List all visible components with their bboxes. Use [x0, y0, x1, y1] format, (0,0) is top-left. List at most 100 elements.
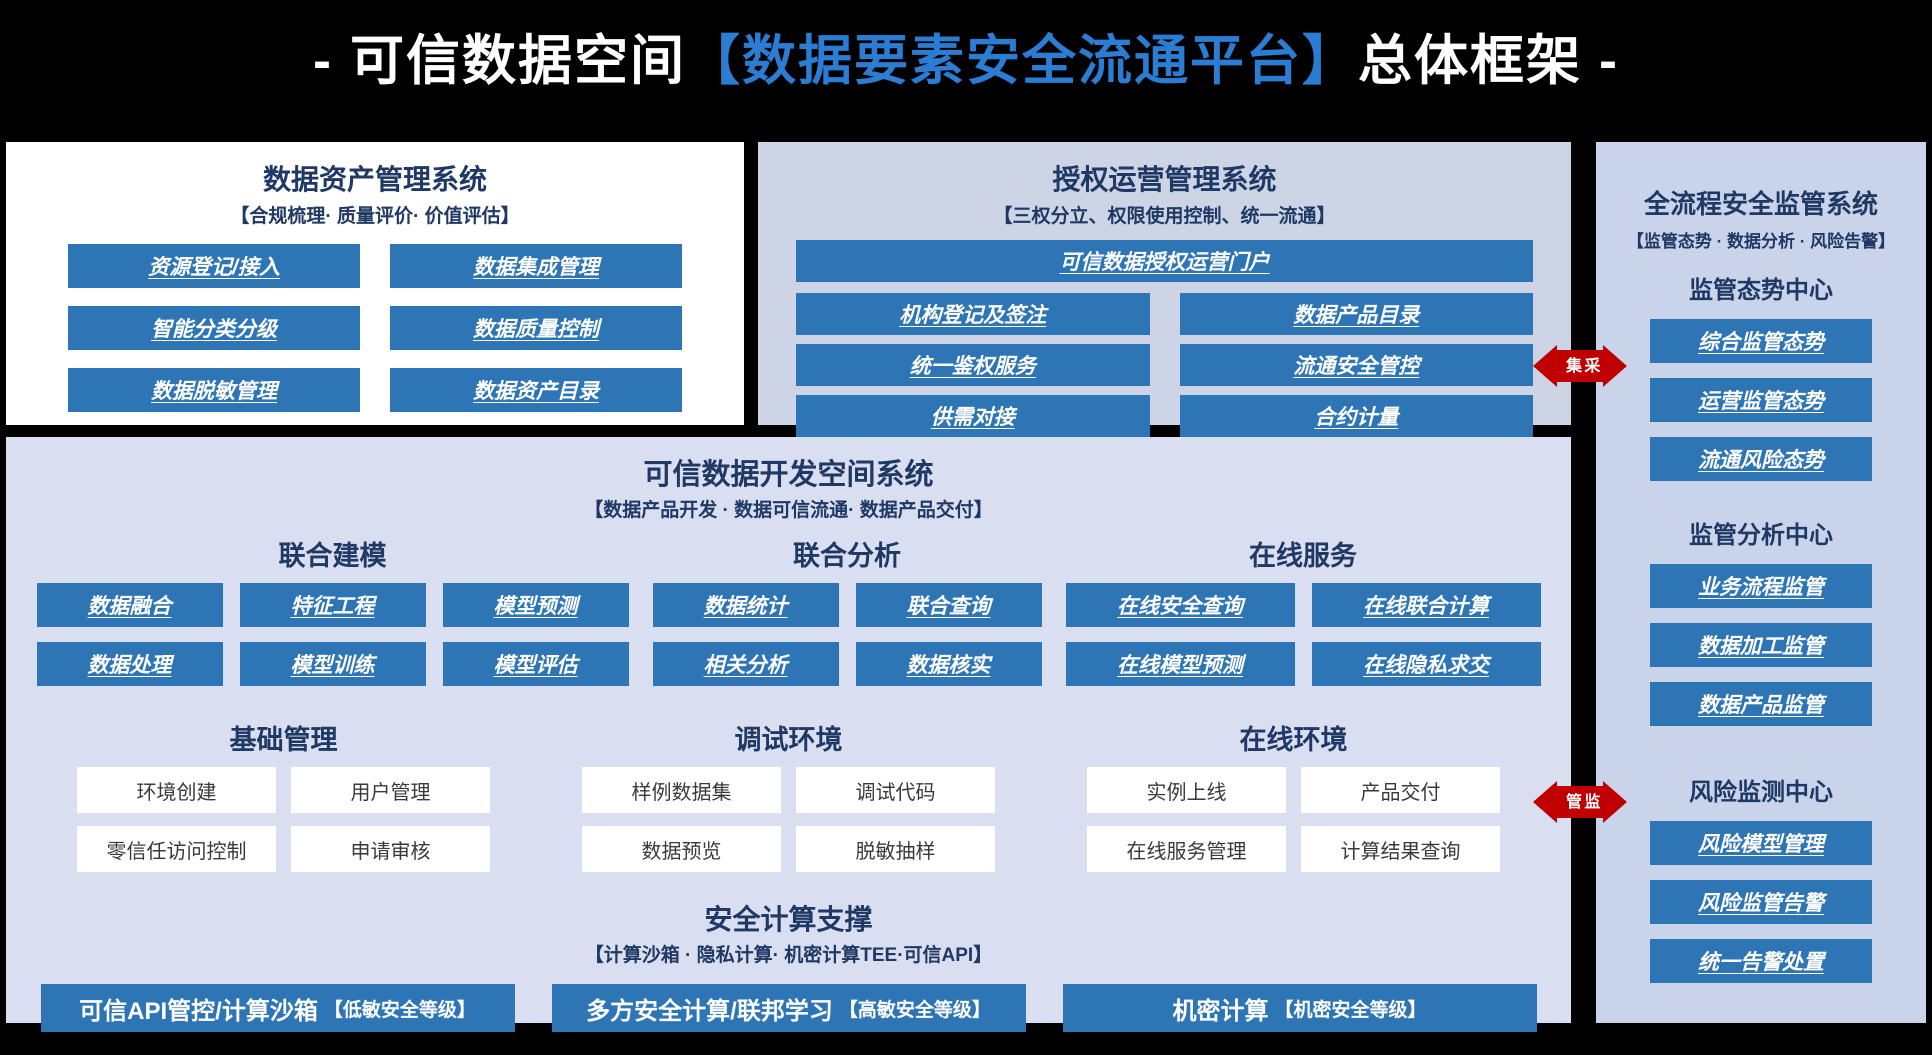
arrow-left-head-icon — [1533, 345, 1557, 387]
group-debug-environment: 调试环境 样例数据集 调试代码 数据预览 脱敏抽样 — [582, 718, 995, 872]
group-joint-modeling: 联合建模 数据融合 特征工程 模型预测 数据处理 模型训练 模型评估 — [36, 534, 629, 686]
module-box: 相关分析 — [652, 642, 839, 686]
module-box: 调试代码 — [796, 767, 995, 813]
page-title: - 可信数据空间【数据要素安全流通平台】总体框架 - — [0, 16, 1932, 95]
section-items: 综合监管态势 运营监管态势 流通风险态势 — [1596, 319, 1926, 481]
module-box: 数据融合 — [36, 583, 223, 627]
section-items: 业务流程监管 数据加工监管 数据产品监管 — [1596, 564, 1926, 726]
group-online-services: 在线服务 在线安全查询 在线联合计算 在线模型预测 在线隐私求交 — [1065, 534, 1541, 686]
group-header: 基础管理 — [229, 725, 338, 755]
group-header: 联合分析 — [793, 541, 901, 571]
module-box: 样例数据集 — [582, 767, 781, 813]
section-items: 风险模型管理 风险监管告警 统一告警处置 — [1596, 821, 1926, 983]
asset-panel-subtitle: 【合规梳理· 质量评价· 价值评估】 — [230, 206, 520, 227]
page-title-prefix: - 可信数据空间 — [313, 31, 686, 91]
module-box: 数据处理 — [36, 642, 223, 686]
module-box: 在线安全查询 — [1065, 583, 1295, 627]
module-box: 智能分类分级 — [68, 306, 360, 350]
module-box: 实例上线 — [1087, 767, 1286, 813]
security-level-box: 可信API管控/计算沙箱 【低敏安全等级】 — [40, 984, 515, 1032]
security-box-level: 【高敏安全等级】 — [838, 999, 991, 1021]
module-box: 用户管理 — [291, 767, 490, 813]
security-box-level: 【低敏安全等级】 — [323, 999, 476, 1021]
page-title-highlight: 【数据要素安全流通平台】 — [686, 31, 1358, 91]
module-box: 计算结果查询 — [1301, 826, 1500, 872]
arrow-right-head-icon — [1603, 345, 1627, 387]
module-box: 流通风险态势 — [1650, 437, 1872, 481]
module-box: 在线服务管理 — [1087, 826, 1286, 872]
module-box: 申请审核 — [291, 826, 490, 872]
group-joint-analysis: 联合分析 数据统计 联合查询 相关分析 数据核实 — [652, 534, 1042, 686]
module-grid: 在线安全查询 在线联合计算 在线模型预测 在线隐私求交 — [1065, 583, 1541, 686]
security-box-label: 机密计算 — [1172, 997, 1269, 1025]
section-header-risk-center: 风险监测中心 — [1689, 779, 1833, 806]
security-level-box: 多方安全计算/联邦学习 【高敏安全等级】 — [551, 984, 1026, 1032]
module-box: 零信任访问控制 — [77, 826, 276, 872]
module-box: 数据预览 — [582, 826, 781, 872]
supervise-arrow-label: 监管 — [1555, 786, 1605, 818]
supervise-arrow: 监管 — [1533, 770, 1627, 834]
module-box: 资源登记/接入 — [68, 244, 360, 288]
security-computing-row: 可信API管控/计算沙箱 【低敏安全等级】 多方安全计算/联邦学习 【高敏安全等… — [6, 984, 1571, 1032]
module-box: 产品交付 — [1301, 767, 1500, 813]
module-box: 机构登记及签注 — [796, 293, 1150, 335]
module-box: 在线模型预测 — [1065, 642, 1295, 686]
dev-panel-subtitle: 【数据产品开发 · 数据可信流通· 数据产品交付】 — [584, 500, 993, 521]
supervision-panel-subtitle: 【监管态势 · 数据分析 · 风险告警】 — [1626, 232, 1896, 251]
module-box: 在线联合计算 — [1311, 583, 1541, 627]
auth-module-grid: 机构登记及签注 数据产品目录 统一鉴权服务 流通安全管控 供需对接 合约计量 — [796, 293, 1533, 437]
auth-panel-title: 授权运营管理系统 — [1052, 164, 1277, 195]
module-box: 特征工程 — [239, 583, 426, 627]
module-grid: 环境创建 用户管理 零信任访问控制 申请审核 — [77, 767, 490, 872]
module-box: 风险模型管理 — [1650, 821, 1872, 865]
arrow-left-head-icon — [1533, 781, 1557, 823]
portal-box: 可信数据授权运营门户 — [796, 240, 1533, 282]
dev-mid-groups: 基础管理 环境创建 用户管理 零信任访问控制 申请审核 调试环境 样例数据集 调… — [6, 718, 1571, 872]
dev-top-groups: 联合建模 数据融合 特征工程 模型预测 数据处理 模型训练 模型评估 联合分析 … — [6, 534, 1571, 686]
module-box: 数据集成管理 — [390, 244, 682, 288]
module-box: 统一鉴权服务 — [796, 344, 1150, 386]
module-grid: 数据统计 联合查询 相关分析 数据核实 — [652, 583, 1042, 686]
module-box: 流通安全管控 — [1179, 344, 1533, 386]
security-box-level: 【机密安全等级】 — [1274, 999, 1427, 1021]
module-box: 在线隐私求交 — [1311, 642, 1541, 686]
security-box-label: 可信API管控/计算沙箱 — [79, 997, 318, 1025]
module-box: 合约计量 — [1179, 395, 1533, 437]
group-header: 在线服务 — [1249, 541, 1357, 571]
module-box: 运营监管态势 — [1650, 378, 1872, 422]
group-basic-management: 基础管理 环境创建 用户管理 零信任访问控制 申请审核 — [77, 718, 490, 872]
module-box: 供需对接 — [796, 395, 1150, 437]
section-header-analysis-center: 监管分析中心 — [1689, 522, 1833, 549]
module-box: 脱敏抽样 — [796, 826, 995, 872]
module-box: 数据产品目录 — [1179, 293, 1533, 335]
data-asset-panel: 数据资产管理系统 【合规梳理· 质量评价· 价值评估】 资源登记/接入 数据集成… — [6, 142, 744, 425]
group-header: 调试环境 — [734, 725, 843, 755]
security-box-label: 多方安全计算/联邦学习 — [586, 997, 833, 1025]
module-box: 综合监管态势 — [1650, 319, 1872, 363]
module-box: 数据产品监管 — [1650, 682, 1872, 726]
module-box: 统一告警处置 — [1650, 939, 1872, 983]
module-box: 数据资产目录 — [390, 368, 682, 412]
dev-panel-title: 可信数据开发空间系统 — [643, 459, 934, 491]
group-header: 在线环境 — [1239, 725, 1348, 755]
supervision-panel-title: 全流程安全监管系统 — [1643, 189, 1878, 219]
security-level-box: 机密计算 【机密安全等级】 — [1062, 984, 1537, 1032]
module-box: 数据质量控制 — [390, 306, 682, 350]
collect-arrow-label: 采集 — [1555, 350, 1605, 382]
module-box: 数据脱敏管理 — [68, 368, 360, 412]
module-box: 数据加工监管 — [1650, 623, 1872, 667]
asset-panel-title: 数据资产管理系统 — [262, 164, 487, 195]
module-box: 数据核实 — [855, 642, 1042, 686]
page-title-suffix: 总体框架 - — [1358, 31, 1619, 91]
module-box: 环境创建 — [77, 767, 276, 813]
module-box: 模型预测 — [442, 583, 629, 627]
supervision-panel: 全流程安全监管系统 【监管态势 · 数据分析 · 风险告警】 监管态势中心 综合… — [1596, 142, 1926, 1023]
asset-module-grid: 资源登记/接入 数据集成管理 智能分类分级 数据质量控制 数据脱敏管理 数据资产… — [68, 244, 682, 412]
group-online-environment: 在线环境 实例上线 产品交付 在线服务管理 计算结果查询 — [1087, 718, 1500, 872]
group-header: 联合建模 — [278, 541, 387, 571]
module-grid: 数据融合 特征工程 模型预测 数据处理 模型训练 模型评估 — [36, 583, 629, 686]
auth-panel-subtitle: 【三权分立、权限使用控制、统一流通】 — [993, 206, 1336, 227]
module-box: 模型训练 — [239, 642, 426, 686]
arrow-right-head-icon — [1603, 781, 1627, 823]
module-box: 联合查询 — [855, 583, 1042, 627]
